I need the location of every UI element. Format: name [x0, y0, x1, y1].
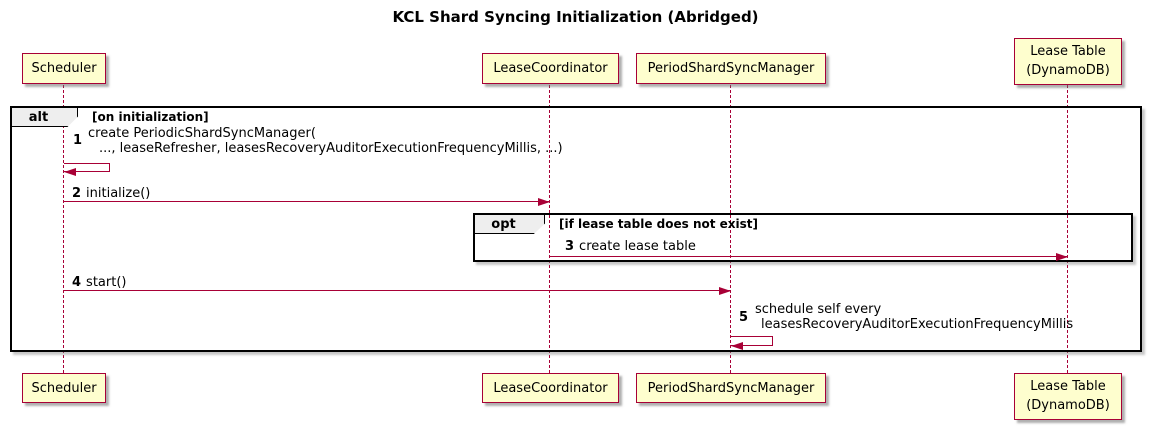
message-4-number: 4 [72, 275, 82, 290]
message-4-line [64, 290, 731, 291]
message-4-label: 4 start() [72, 275, 126, 290]
participant-scheduler-label-bottom: Scheduler [31, 380, 97, 396]
lifeline-lease-coordinator [549, 85, 550, 373]
lease-table-line2: (DynamoDB) [1026, 62, 1110, 78]
message-3-line [550, 256, 1068, 257]
participant-lease-coordinator-bottom: LeaseCoordinator [482, 373, 619, 403]
message-5-arrowhead [731, 342, 743, 350]
message-5-line2: leasesRecoveryAuditorExecutionFrequencyM… [761, 317, 1074, 332]
lifeline-lease-table [1067, 85, 1068, 373]
opt-frame-operator: opt [475, 215, 545, 234]
message-3-number: 3 [565, 239, 575, 254]
alt-frame-operator: alt [12, 108, 78, 127]
participant-lease-coordinator-label: LeaseCoordinator [493, 61, 608, 76]
lifeline-period-shard-sync-manager [730, 85, 731, 373]
alt-frame [10, 106, 1142, 352]
message-4-text: start() [86, 275, 127, 290]
message-1-self-loop [64, 163, 110, 172]
diagram-title: KCL Shard Syncing Initialization (Abridg… [392, 8, 759, 26]
message-5-text: schedule self every leasesRecoveryAudito… [755, 302, 1073, 332]
participant-lease-table-bottom: Lease Table (DynamoDB) [1014, 373, 1122, 420]
participant-scheduler-label: Scheduler [31, 61, 97, 76]
lease-table-line1: Lease Table [1030, 43, 1106, 59]
alt-operator-label: alt [28, 109, 49, 125]
message-3-text: create lease table [579, 239, 696, 254]
message-4-arrowhead [719, 287, 731, 295]
message-1-line1: create PeriodicShardSyncManager( [88, 126, 316, 141]
alt-frame-condition: [on initialization] [92, 110, 209, 124]
opt-frame [473, 213, 1133, 262]
message-3-arrowhead [1056, 253, 1068, 261]
participant-lease-coordinator-top: LeaseCoordinator [482, 53, 619, 84]
participant-period-shard-sync-manager-top: PeriodShardSyncManager [636, 53, 826, 84]
participant-scheduler-top: Scheduler [22, 53, 106, 84]
message-1-text: create PeriodicShardSyncManager( ..., le… [88, 126, 563, 156]
message-2-text: initialize() [86, 186, 151, 201]
message-1-arrowhead [64, 168, 76, 176]
participant-period-shard-sync-manager-bottom: PeriodShardSyncManager [636, 373, 826, 403]
message-2-number: 2 [72, 186, 82, 201]
lease-table-line1-bottom: Lease Table [1030, 378, 1106, 394]
participant-lease-coordinator-label-bottom: LeaseCoordinator [493, 380, 608, 396]
participant-scheduler-bottom: Scheduler [22, 373, 106, 403]
participant-period-shard-sync-manager-label-bottom: PeriodShardSyncManager [647, 380, 815, 396]
lease-table-line2-bottom: (DynamoDB) [1026, 397, 1110, 413]
message-2-line [64, 201, 550, 202]
participant-lease-table-label-bottom: Lease Table (DynamoDB) [1026, 378, 1110, 416]
participant-period-shard-sync-manager-label: PeriodShardSyncManager [647, 61, 815, 76]
message-5-self-loop [731, 336, 773, 346]
participant-lease-table-label: Lease Table (DynamoDB) [1026, 43, 1110, 81]
message-2-label: 2 initialize() [72, 186, 150, 201]
opt-frame-condition: [if lease table does not exist] [559, 217, 759, 231]
lifeline-scheduler [63, 85, 64, 373]
message-1-number: 1 [73, 133, 83, 148]
message-2-arrowhead [538, 198, 550, 206]
opt-operator-label: opt [491, 216, 516, 232]
message-5-line1: schedule self every [755, 302, 882, 317]
message-3-label: 3 create lease table [565, 239, 696, 254]
message-1-line2: ..., leaseRefresher, leasesRecoveryAudit… [99, 141, 563, 156]
participant-lease-table-top: Lease Table (DynamoDB) [1014, 38, 1122, 85]
message-5-number: 5 [739, 310, 749, 325]
